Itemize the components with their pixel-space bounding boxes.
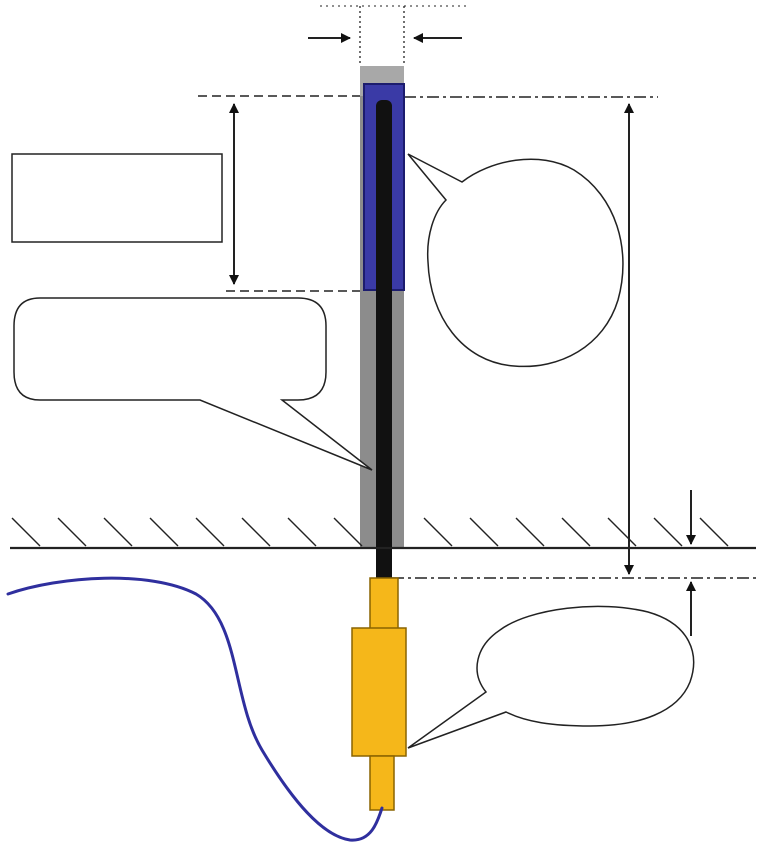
hatch-mark <box>57 517 87 547</box>
label-box <box>11 153 223 243</box>
connector-tail <box>369 755 395 811</box>
hatch-mark <box>653 517 683 547</box>
hatch-mark <box>699 517 729 547</box>
hatch-mark <box>149 517 179 547</box>
cable <box>6 576 384 842</box>
hatch-mark <box>607 517 637 547</box>
probe-rod <box>376 100 392 584</box>
connector-neck <box>369 577 399 631</box>
hatch-mark <box>241 517 271 547</box>
connector-callout <box>407 605 695 749</box>
hatch-mark <box>515 517 545 547</box>
connector-body <box>351 627 407 757</box>
sensor-housing-callout <box>407 153 624 368</box>
hatch-mark <box>423 517 453 547</box>
hatch-mark <box>469 517 499 547</box>
hatch-mark <box>11 517 41 547</box>
hatch-mark <box>195 517 225 547</box>
hatch-mark <box>287 517 317 547</box>
hatch-mark <box>561 517 591 547</box>
probe-rod-callout <box>13 297 373 471</box>
hatch-mark <box>333 517 363 547</box>
reference-lines <box>198 95 760 579</box>
connector <box>351 577 407 811</box>
width-dimension <box>308 5 470 66</box>
hatch-mark <box>103 517 133 547</box>
